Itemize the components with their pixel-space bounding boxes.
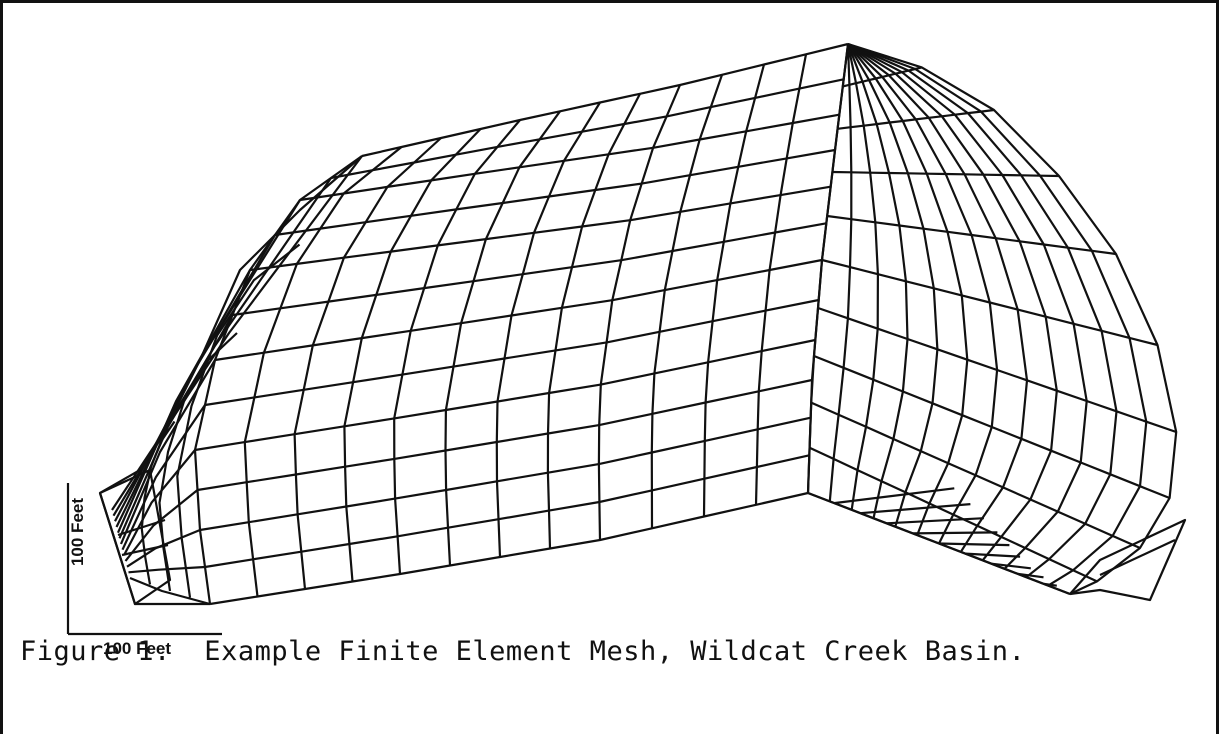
main-col-line [702, 64, 766, 517]
main-col-line [343, 128, 482, 582]
bend-col-line [847, 43, 969, 536]
bend-row-line [813, 354, 1171, 500]
main-row-line [209, 491, 809, 606]
fan-ray-line [123, 449, 196, 556]
main-col-line [293, 137, 442, 590]
main-col-line [243, 146, 403, 597]
bend-strip-line [1043, 582, 1057, 587]
fan-ray-line [121, 404, 206, 551]
main-row-line [194, 338, 816, 452]
bend-col-line [847, 42, 1148, 587]
main-row-line [330, 78, 844, 180]
bend-strip-line [938, 542, 1010, 547]
bend-col-line [806, 43, 850, 494]
bend-row-line [837, 108, 995, 130]
figure-caption: Figure 1. Example Finite Element Mesh, W… [20, 636, 1026, 667]
main-row-line [232, 222, 827, 317]
fan-ray-line [116, 269, 251, 534]
mesh-lines [98, 42, 1187, 606]
bend-strip-line [860, 503, 971, 515]
bend-strip-line [912, 531, 998, 535]
bend-col-line [847, 43, 1058, 561]
inlet-line [117, 518, 166, 537]
scale-bar-vertical-label: 100 Feet [68, 497, 87, 567]
frame-border-right [1216, 0, 1219, 734]
main-row-line [199, 416, 811, 532]
inlet-box-line [98, 468, 172, 606]
fan-bottom-line [98, 469, 210, 606]
bend-row-line [842, 66, 923, 88]
bend-row-line [827, 214, 1117, 256]
scale-bar [66, 483, 222, 636]
bend-strip-line [1017, 572, 1044, 579]
bend-strip-line [834, 487, 955, 505]
fan-arc-line [140, 420, 176, 585]
main-col-line [444, 110, 561, 566]
main-row-line [299, 113, 840, 202]
outlet-line [1099, 539, 1176, 576]
fan-outer-line [139, 155, 363, 471]
main-col-line [193, 155, 363, 605]
main-col-line [806, 43, 850, 494]
main-row-line [214, 258, 823, 362]
main-row-line [197, 378, 813, 492]
bend-row-line [810, 401, 1141, 550]
outlet-box-line [1069, 518, 1187, 602]
frame-border-top [0, 0, 1219, 3]
fan-ray-line [124, 489, 199, 562]
main-row-line [361, 42, 849, 158]
bend-strip-line [886, 517, 984, 525]
main-row-line [249, 185, 831, 272]
bend-row-line [817, 306, 1177, 434]
scale-bar-horizontal-label: 100 Feet [103, 639, 172, 658]
fan-arc-line [176, 243, 301, 598]
bend-strip-line [965, 552, 1021, 558]
frame-border-left [0, 0, 3, 734]
main-row-line [204, 454, 810, 569]
bend-strip-line [991, 562, 1031, 570]
main-row-line [274, 148, 836, 237]
fan-ray-line [128, 565, 206, 574]
main-row-line [204, 298, 819, 407]
bend-row-line [832, 170, 1060, 178]
inlet-line [121, 543, 169, 557]
fan-ray-line [129, 576, 211, 606]
bend-row-line [809, 446, 1098, 583]
bend-row-line [821, 258, 1158, 347]
